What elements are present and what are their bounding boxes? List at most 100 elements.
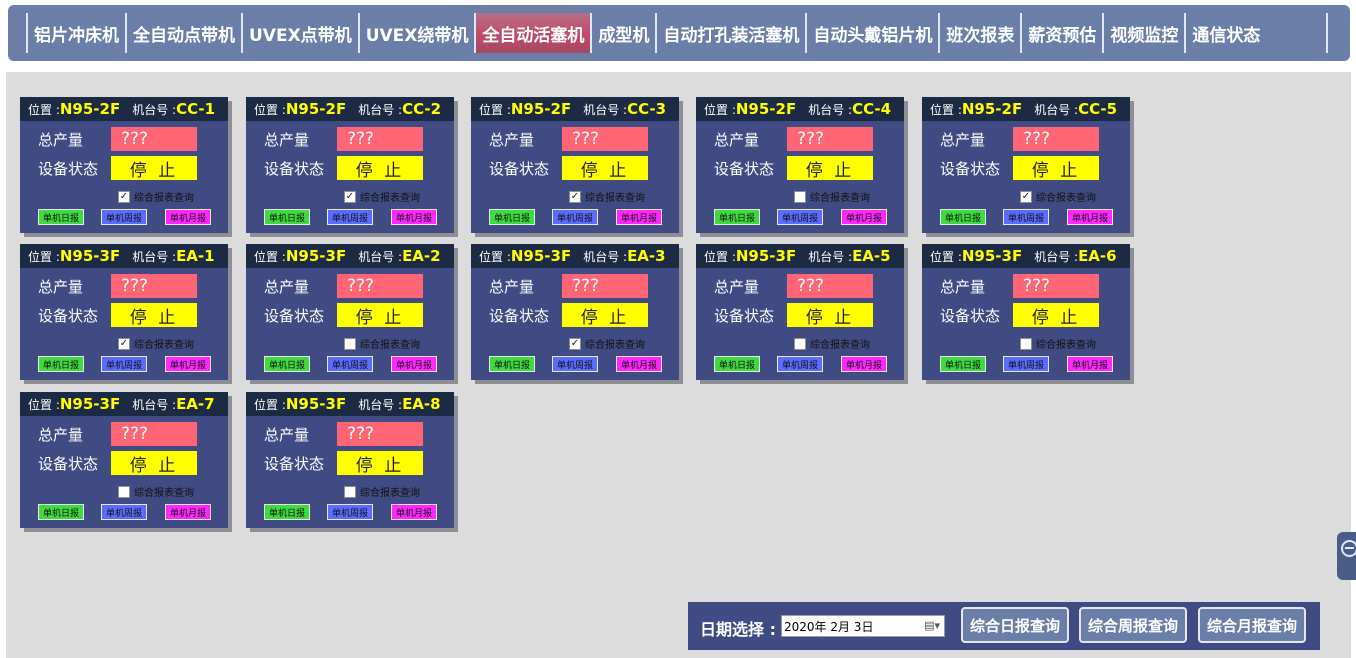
daily-report-button[interactable]: 单机日报 [38, 209, 84, 225]
report-query-checkbox[interactable]: ✓ 综合报表查询 [569, 189, 645, 204]
machine-card: 位置 : N95-3F 机台号 : EA-5 总产量 设备状态 ??? 停 止 … [696, 244, 904, 380]
weekly-report-button[interactable]: 单机周报 [101, 356, 147, 372]
machine-panel: 位置 : N95-2F 机台号 : CC-1 总产量 设备状态 ??? 停 止 … [6, 72, 1351, 658]
daily-report-query-button[interactable]: 综合日报查询 [961, 607, 1069, 643]
monthly-report-button[interactable]: 单机月报 [165, 504, 211, 520]
machine-number-label: 机台号 : [132, 102, 177, 117]
weekly-report-button[interactable]: 单机周报 [552, 356, 598, 372]
location-label: 位置 : [28, 102, 60, 117]
report-query-checkbox[interactable]: ✓ 综合报表查询 [118, 336, 194, 351]
daily-report-button[interactable]: 单机日报 [264, 504, 310, 520]
monthly-report-button[interactable]: 单机月报 [391, 504, 437, 520]
daily-report-button[interactable]: 单机日报 [714, 209, 760, 225]
machine-number-value: CC-4 [852, 100, 892, 118]
date-picker[interactable]: 2020年 2月 3日 ▤▾ [781, 615, 945, 637]
device-status-value: 停 止 [337, 156, 423, 181]
total-output-label: 总产量 [264, 131, 310, 149]
card-header: 位置 : N95-3F 机台号 : EA-2 [246, 244, 454, 268]
nav-item-0[interactable]: 铝片冲床机 [28, 13, 127, 53]
calendar-dropdown-icon[interactable]: ▤▾ [924, 619, 940, 632]
nav-item-6[interactable]: 自动打孔装活塞机 [657, 13, 808, 53]
weekly-report-button[interactable]: 单机周报 [101, 209, 147, 225]
daily-report-button[interactable]: 单机日报 [489, 209, 535, 225]
report-query-checkbox[interactable]: 综合报表查询 [344, 484, 420, 499]
weekly-report-query-button[interactable]: 综合周报查询 [1079, 607, 1187, 643]
report-query-checkbox[interactable]: ✓ 综合报表查询 [569, 336, 645, 351]
nav-item-5[interactable]: 成型机 [592, 13, 658, 53]
daily-report-button[interactable]: 单机日报 [38, 504, 84, 520]
report-query-checkbox[interactable]: ✓ 综合报表查询 [118, 189, 194, 204]
weekly-report-button[interactable]: 单机周报 [327, 504, 373, 520]
total-output-value: ??? [787, 274, 873, 298]
machine-number-value: CC-1 [176, 100, 216, 118]
weekly-report-button[interactable]: 单机周报 [777, 356, 823, 372]
nav-item-3[interactable]: UVEX绕带机 [360, 13, 477, 53]
monthly-report-button[interactable]: 单机月报 [616, 209, 662, 225]
checkbox-box[interactable]: ✓ [569, 337, 581, 350]
side-collapse-tab[interactable] [1337, 532, 1356, 580]
monthly-report-button[interactable]: 单机月报 [1067, 356, 1113, 372]
daily-report-button[interactable]: 单机日报 [940, 209, 986, 225]
report-query-checkbox[interactable]: 综合报表查询 [118, 484, 194, 499]
machine-card: 位置 : N95-3F 机台号 : EA-3 总产量 设备状态 ??? 停 止 … [471, 244, 679, 380]
total-output-label: 总产量 [264, 278, 310, 296]
checkbox-box[interactable]: ✓ [118, 337, 130, 350]
nav-item-10[interactable]: 视频监控 [1104, 13, 1187, 53]
monthly-report-button[interactable]: 单机月报 [616, 356, 662, 372]
monthly-report-button[interactable]: 单机月报 [391, 356, 437, 372]
total-output-value: ??? [787, 127, 873, 151]
monthly-report-button[interactable]: 单机月报 [841, 209, 887, 225]
nav-item-1[interactable]: 全自动点带机 [127, 13, 243, 53]
daily-report-button[interactable]: 单机日报 [940, 356, 986, 372]
checkbox-box[interactable]: ✓ [118, 190, 130, 203]
report-query-checkbox[interactable]: ✓ 综合报表查询 [1020, 189, 1096, 204]
checkbox-box[interactable] [344, 337, 356, 350]
location-value: N95-2F [510, 100, 572, 118]
machine-number-label: 机台号 : [808, 249, 853, 264]
location-label: 位置 : [254, 249, 286, 264]
nav-item-9[interactable]: 薪资预估 [1022, 13, 1105, 53]
daily-report-button[interactable]: 单机日报 [489, 356, 535, 372]
total-output-label: 总产量 [489, 131, 535, 149]
daily-report-button[interactable]: 单机日报 [714, 356, 760, 372]
nav-item-11[interactable]: 通信状态 [1192, 25, 1261, 46]
checkbox-box[interactable]: ✓ [569, 190, 581, 203]
report-query-checkbox[interactable]: ✓ 综合报表查询 [344, 189, 420, 204]
report-query-checkbox[interactable]: 综合报表查询 [1020, 336, 1096, 351]
monthly-report-button[interactable]: 单机月报 [165, 356, 211, 372]
nav-item-4[interactable]: 全自动活塞机 [476, 13, 593, 53]
checkbox-box[interactable] [344, 485, 356, 498]
checkbox-box[interactable] [794, 337, 806, 350]
checkbox-box[interactable] [1020, 337, 1032, 350]
checkbox-box[interactable]: ✓ [344, 190, 356, 203]
nav-item-2[interactable]: UVEX点带机 [243, 13, 360, 53]
monthly-report-button[interactable]: 单机月报 [391, 209, 437, 225]
monthly-report-query-button[interactable]: 综合月报查询 [1198, 607, 1306, 643]
report-query-checkbox[interactable]: 综合报表查询 [794, 189, 870, 204]
daily-report-button[interactable]: 单机日报 [264, 356, 310, 372]
daily-report-button[interactable]: 单机日报 [264, 209, 310, 225]
weekly-report-button[interactable]: 单机周报 [327, 356, 373, 372]
weekly-report-button[interactable]: 单机周报 [777, 209, 823, 225]
weekly-report-button[interactable]: 单机周报 [101, 504, 147, 520]
daily-report-button[interactable]: 单机日报 [38, 356, 84, 372]
card-header: 位置 : N95-3F 机台号 : EA-5 [696, 244, 904, 268]
weekly-report-button[interactable]: 单机周报 [327, 209, 373, 225]
checkbox-box[interactable]: ✓ [1020, 190, 1032, 203]
report-query-label: 综合报表查询 [134, 193, 194, 204]
monthly-report-button[interactable]: 单机月报 [165, 209, 211, 225]
machine-number-value: EA-8 [402, 395, 441, 413]
nav-item-8[interactable]: 班次报表 [940, 13, 1023, 53]
weekly-report-button[interactable]: 单机周报 [552, 209, 598, 225]
card-header: 位置 : N95-2F 机台号 : CC-4 [696, 97, 904, 121]
report-query-checkbox[interactable]: 综合报表查询 [344, 336, 420, 351]
report-query-checkbox[interactable]: 综合报表查询 [794, 336, 870, 351]
monthly-report-button[interactable]: 单机月报 [841, 356, 887, 372]
nav-item-7[interactable]: 自动头戴铝片机 [807, 13, 941, 53]
checkbox-box[interactable] [794, 190, 806, 203]
weekly-report-button[interactable]: 单机周报 [1003, 356, 1049, 372]
checkbox-box[interactable] [118, 485, 130, 498]
monthly-report-button[interactable]: 单机月报 [1067, 209, 1113, 225]
weekly-report-button[interactable]: 单机周报 [1003, 209, 1049, 225]
machine-card: 位置 : N95-2F 机台号 : CC-3 总产量 设备状态 ??? 停 止 … [471, 97, 679, 233]
